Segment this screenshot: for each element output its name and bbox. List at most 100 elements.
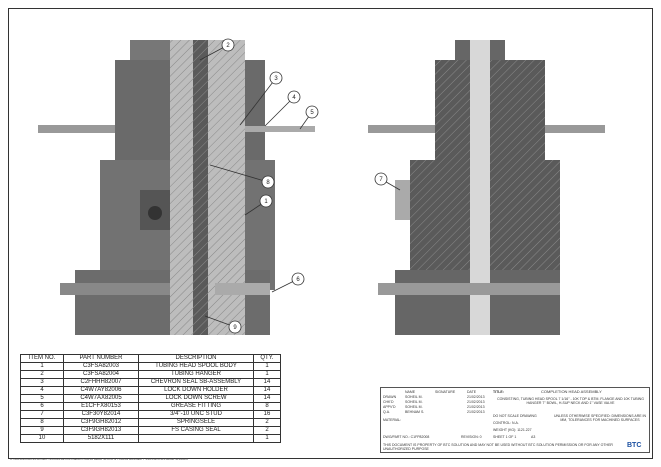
bom-cell: 2 xyxy=(20,370,64,379)
bom-cell: CHEVRON SEAL SB-ASSEMBLY xyxy=(138,378,254,387)
balloon-9 xyxy=(228,320,242,334)
bom-cell: C3FSA82003 xyxy=(63,362,139,371)
balloon-label: 5 xyxy=(310,110,314,116)
bom-header: ITEM NO. PART NUMBER DESCRIPTION QTY. xyxy=(20,354,281,363)
signature-cell: Q.A. xyxy=(383,410,391,414)
signature-cell: 21/02/2013 xyxy=(467,395,485,399)
col-header: PART NUMBER xyxy=(63,354,139,363)
bom-cell: 5 xyxy=(20,394,64,403)
balloon-2 xyxy=(221,38,235,52)
tolerances: UNLESS OTHERWISE SPECIFIED: DIMENSIONS A… xyxy=(553,414,647,422)
file-path: C:\SOLIDWORKS\PROJECTS\COMPLETION HEAD\T… xyxy=(10,457,188,461)
bom-cell: 10 xyxy=(20,434,64,443)
balloon-label: 2 xyxy=(226,43,230,49)
bom-cell: 9 xyxy=(20,426,64,435)
balloon-1 xyxy=(259,194,273,208)
balloon-label: 3 xyxy=(274,76,278,82)
signature-cell: 21/02/2013 xyxy=(467,410,485,414)
bom-cell: SPRINGSELE xyxy=(138,418,254,427)
balloon-label: 9 xyxy=(233,325,237,331)
bom-cell: 16 xyxy=(253,410,281,419)
balloon-4 xyxy=(287,90,301,104)
bom-cell: C4W7AX82005 xyxy=(63,394,139,403)
balloon-8 xyxy=(261,175,275,189)
balloon-label: 7 xyxy=(379,177,383,183)
bom-cell: 6 xyxy=(20,402,64,411)
balloon-7 xyxy=(374,172,388,186)
bom-cell: 14 xyxy=(253,378,281,387)
bom-cell: C3F9GH82012 xyxy=(63,418,139,427)
balloon-label: 6 xyxy=(296,277,300,283)
title-label: TITLE: xyxy=(493,390,504,394)
bom-cell: LOCK DOWN SCREW xyxy=(138,394,254,403)
signature-cell: BEHNAM S. xyxy=(405,410,425,414)
side-section-view xyxy=(368,40,605,335)
balloon-3 xyxy=(269,71,283,85)
signature-cell: 21/02/2013 xyxy=(467,405,485,409)
col-header: NAME xyxy=(405,390,416,394)
bom-cell: FS CASING SEAL xyxy=(138,426,254,435)
signature-cell: SOHEIL M. xyxy=(405,405,423,409)
revision: REVISION: 0 xyxy=(461,435,482,439)
col-header: DESCRIPTION xyxy=(138,354,254,363)
bom-cell: C3F9GH82013 xyxy=(63,426,139,435)
col-header: DATE xyxy=(467,390,477,394)
bom-cell xyxy=(138,434,254,443)
bom-cell: E1CFFX80153 xyxy=(63,402,139,411)
front-section-view xyxy=(38,40,315,335)
signature-cell: APPV'D xyxy=(383,405,396,409)
bom-cell: 1 xyxy=(253,434,281,443)
bom-cell: 3/4"-10 UNC STUD xyxy=(138,410,254,419)
bom-cell: 3 xyxy=(20,378,64,387)
bom-cell: 1 xyxy=(253,370,281,379)
signature-cell: SOHEIL M. xyxy=(405,395,423,399)
disclaimer: THIS DOCUMENT IS PROPERTY OF BTC SOLUTIO… xyxy=(383,443,613,451)
control: CONTROL: N.A. xyxy=(493,421,519,425)
company-logo: BTC xyxy=(627,442,642,449)
bom-cell: LOCK DOWN HOLDER xyxy=(138,386,254,395)
bom-cell: 2 xyxy=(253,418,281,427)
drawing-title: COMPLETION HEAD ASSEMBLY xyxy=(541,389,602,394)
signature-cell: CHK'D xyxy=(383,400,394,404)
sheet-size: A3 xyxy=(531,435,536,439)
bom-cell: GREASE FITTING xyxy=(138,402,254,411)
bom-cell: 1 xyxy=(253,362,281,371)
balloon-label: 1 xyxy=(264,199,268,205)
bom-cell: 14 xyxy=(253,386,281,395)
bom-cell: 1 xyxy=(20,362,64,371)
bom-cell: 14 xyxy=(253,394,281,403)
col-header: ITEM NO. xyxy=(20,354,64,363)
weight: WEIGHT (KG): 1121.227 xyxy=(493,428,532,432)
bom-cell: 8 xyxy=(253,402,281,411)
col-header: QTY. xyxy=(253,354,281,363)
no-scale-note: DO NOT SCALE DRAWING xyxy=(493,414,537,418)
balloon-6 xyxy=(291,272,305,286)
bom-cell: 7 xyxy=(20,410,64,419)
bom-cell: 2 xyxy=(253,426,281,435)
bom-cell: 5182X111 xyxy=(63,434,139,443)
signature-cell: SOHEIL M. xyxy=(405,400,423,404)
balloon-label: 8 xyxy=(266,180,270,186)
bom-cell: TUBING HANGER xyxy=(138,370,254,379)
drawing-border xyxy=(8,8,653,459)
bom-cell: C3FSA82004 xyxy=(63,370,139,379)
bom-cell: 4 xyxy=(20,386,64,395)
bom-cell: C3F30Y82014 xyxy=(63,410,139,419)
sheet: SHEET 1 OF 1 xyxy=(493,435,517,439)
bom-cell: TUBING HEAD SPOOL BODY xyxy=(138,362,254,371)
balloon-label: 4 xyxy=(292,95,296,101)
material: MATERIAL: xyxy=(383,418,402,422)
bom-cell: C2FHHH82007 xyxy=(63,378,139,387)
